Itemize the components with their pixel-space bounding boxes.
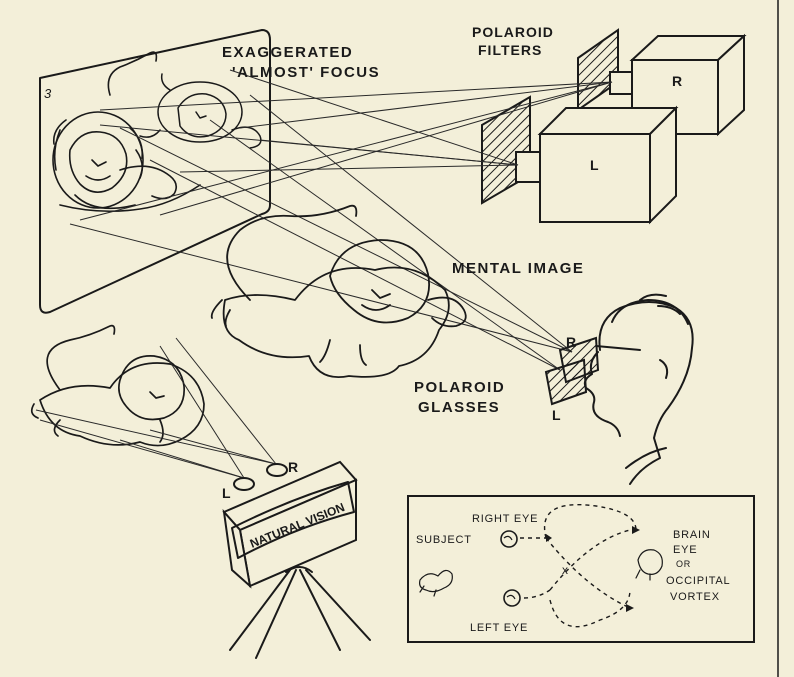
polaroid-filters-label-line2: FILTERS [478, 42, 542, 58]
screen-lion-back [139, 73, 262, 149]
camera-left-lens [233, 477, 255, 491]
natural-vision-camera: NATURAL VISION L R [222, 459, 371, 659]
projector-left-label: L [590, 157, 599, 173]
viewer-head [583, 293, 694, 485]
inset-right-eye-icon [500, 530, 518, 548]
mental-image-lion [210, 204, 467, 378]
glasses-left-label: L [552, 407, 561, 423]
screen-number: 3 [44, 86, 52, 101]
sight-lines [69, 94, 573, 371]
inset-brain-line3: OR [676, 559, 691, 569]
inset-brain-line2: EYE [673, 544, 697, 556]
inset-subject-label: SUBJECT [416, 534, 472, 546]
camera-right-label: R [288, 459, 298, 475]
inset-vision-diagram: RIGHT EYE SUBJECT LEFT EYE [407, 495, 755, 643]
projector-right: R [609, 33, 747, 137]
polaroid-glasses: R L [544, 334, 641, 423]
projector-right-label: R [672, 73, 682, 89]
inset-subject-lion-icon [419, 569, 453, 597]
exaggerated-label-line2: 'ALMOST' FOCUS [232, 64, 380, 81]
inset-brain-lion-icon [635, 549, 663, 581]
glasses-right-label: R [566, 334, 576, 350]
inset-brain-line1: BRAIN [673, 529, 711, 541]
polaroid-filters-label-line1: POLAROID [472, 24, 554, 40]
camera-left-label: L [222, 485, 231, 501]
polaroid-filter-upper [577, 28, 619, 112]
projector-left-lens [515, 151, 541, 183]
inset-brain-line5: VORTEX [670, 591, 720, 603]
camera-right-lens [266, 463, 288, 477]
screen-lion-front [52, 51, 201, 213]
polaroid-glasses-label-line1: POLAROID [414, 379, 505, 396]
inset-right-eye-label: RIGHT EYE [472, 513, 538, 525]
inset-arrowheads [546, 526, 640, 612]
natural-vision-lion [30, 324, 205, 447]
inset-left-eye-label: LEFT EYE [470, 622, 528, 634]
camera-tripod [229, 566, 371, 659]
projection-rays [79, 69, 613, 221]
mental-image-label: MENTAL IMAGE [452, 260, 584, 277]
projector-right-lens [609, 71, 633, 95]
projection-screen: 3 [39, 29, 271, 314]
exaggerated-label-line1: EXAGGERATED [222, 44, 353, 61]
inset-signal-paths [520, 504, 637, 628]
inset-cross-mark: x [562, 563, 568, 577]
polaroid-glasses-label-line2: GLASSES [418, 399, 500, 416]
inset-left-eye-icon [503, 589, 521, 607]
natural-vision-rays [35, 337, 277, 479]
projector-left: L [515, 105, 679, 225]
inset-brain-line4: OCCIPITAL [666, 575, 730, 587]
